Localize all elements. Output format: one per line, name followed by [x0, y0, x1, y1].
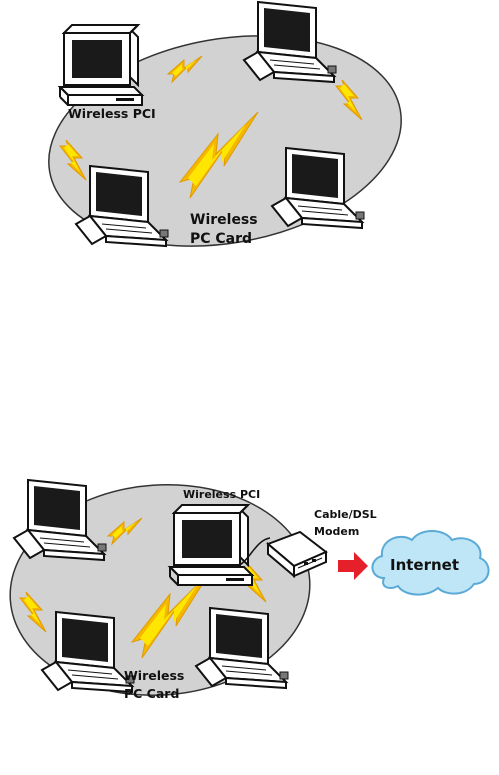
ad-hoc-network-diagram: Wireless PCI Wireless PC Card — [32, 2, 418, 272]
modem-label: Modem — [314, 525, 359, 538]
desktop-computer-icon — [60, 25, 142, 105]
wireless-pci-label: Wireless PCI — [68, 106, 156, 121]
connection-arrow-icon — [338, 552, 368, 580]
internet-label: Internet — [390, 556, 459, 574]
laptop-icon — [244, 2, 336, 82]
wireless-card-label-line2: PC Card — [124, 686, 179, 701]
wireless-card-label-line2: PC Card — [190, 231, 252, 247]
wireless-pci-label: Wireless PCI — [183, 488, 260, 501]
cable-dsl-label: Cable/DSL — [314, 508, 377, 521]
wireless-card-label-line1: Wireless — [190, 212, 258, 228]
desktop-computer-icon — [170, 505, 252, 585]
wireless-card-label-line1: Wireless — [124, 668, 184, 683]
internet-sharing-network-diagram: Wireless PCI Cable/DSL Modem Internet Wi… — [3, 475, 489, 705]
